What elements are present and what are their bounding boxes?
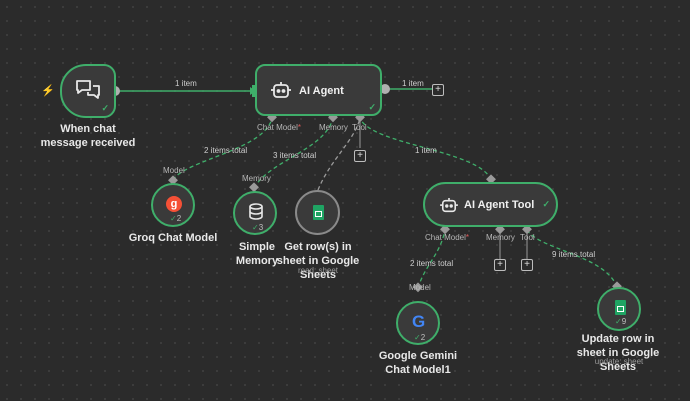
edge-label-agent-output: 1 item [402, 79, 424, 88]
node-ai-agent[interactable]: AI Agent ✓ [255, 64, 382, 116]
database-icon [248, 203, 264, 225]
port-label-tool-chat-model: Chat Model* [425, 233, 470, 242]
port-label-chat-model: Chat Model* [257, 123, 302, 132]
node-get-rows-sheets[interactable] [295, 190, 340, 235]
port-label-model: Model [163, 166, 185, 175]
node-title-ai-agent-tool: AI Agent Tool [464, 199, 535, 211]
node-subtitle-sheets-get: read: sheet [297, 266, 339, 275]
node-ai-agent-tool[interactable]: AI Agent Tool ✓ [423, 182, 558, 227]
port-label-memory: Memory [319, 123, 348, 132]
google-sheets-icon [313, 205, 324, 220]
gemini-run-count: ✓2 [414, 333, 426, 342]
edge-label-groq: 2 items total [204, 146, 248, 155]
edge-label-memory: 3 items total [273, 151, 317, 160]
edge-gemini-tool[interactable] [417, 229, 446, 289]
node-subtitle-sheets-update: update: sheet [594, 357, 644, 366]
add-tool-plus-button[interactable]: + [354, 150, 366, 162]
node-label-groq: Groq Chat Model [128, 232, 218, 244]
edge-label-trigger-agent: 1 item [175, 79, 197, 88]
success-check-icon: ✓ [101, 103, 109, 113]
success-check-icon: ✓ [368, 102, 376, 112]
edge-label-tool: 1 item [415, 146, 437, 155]
google-logo-icon: G [412, 312, 426, 331]
groq-logo-icon: g [166, 196, 182, 212]
port-gemini-model[interactable] [413, 282, 423, 293]
edge-sheets-agent[interactable] [317, 117, 361, 191]
port-tool-in[interactable] [486, 174, 496, 185]
node-label-sheets-update: Update row in sheet in Google Sheets [576, 333, 660, 373]
update-run-count: ✓9 [615, 317, 627, 326]
robot-icon [271, 82, 291, 105]
edge-label-update: 9 items total [552, 250, 596, 259]
node-label-memory: Simple Memory [235, 241, 279, 267]
node-chat-trigger[interactable]: ✓ [60, 64, 116, 118]
groq-run-count: ✓2 [170, 214, 182, 223]
port-groq-model[interactable] [168, 175, 178, 186]
add-memory-plus-button[interactable]: + [494, 259, 506, 271]
port-label-memory-sub: Memory [242, 174, 271, 183]
port-agent-out[interactable] [380, 84, 390, 94]
edge-label-gemini: 2 items total [410, 259, 454, 268]
node-gemini-chat-model[interactable]: G ✓2 [396, 301, 440, 345]
edge-tool-agent[interactable] [359, 117, 492, 181]
port-label-tool-tool: Tool [520, 233, 535, 242]
success-check-icon: ✓ [542, 199, 550, 209]
google-sheets-icon [615, 300, 626, 315]
edge-update-tool[interactable] [526, 229, 618, 288]
node-label-sheets-get: Get row(s) in sheet in Google Sheets [276, 241, 360, 281]
port-label-tool-memory: Memory [486, 233, 515, 242]
port-label-tool: Tool [352, 123, 367, 132]
robot-icon [440, 198, 458, 219]
add-node-plus-button[interactable]: + [432, 84, 444, 96]
port-agent-in[interactable] [252, 85, 257, 97]
add-tool-plus-button-2[interactable]: + [521, 259, 533, 271]
node-update-row-sheets[interactable]: ✓9 [597, 287, 641, 331]
bolt-icon: ⚡ [41, 85, 55, 97]
port-label-model-gemini: Model [409, 283, 431, 292]
node-label-gemini: Google Gemini Chat Model1 [378, 350, 458, 376]
edge-groq-agent[interactable] [172, 117, 273, 181]
node-simple-memory[interactable]: ✓3 [233, 191, 277, 235]
node-title-ai-agent: AI Agent [299, 85, 344, 97]
port-memory-out[interactable] [249, 182, 259, 193]
node-groq-chat-model[interactable]: g ✓2 [151, 183, 195, 227]
memory-run-count: ✓3 [252, 223, 264, 232]
chat-bubbles-icon [75, 79, 101, 108]
node-label-trigger: When chat message received [40, 123, 136, 149]
